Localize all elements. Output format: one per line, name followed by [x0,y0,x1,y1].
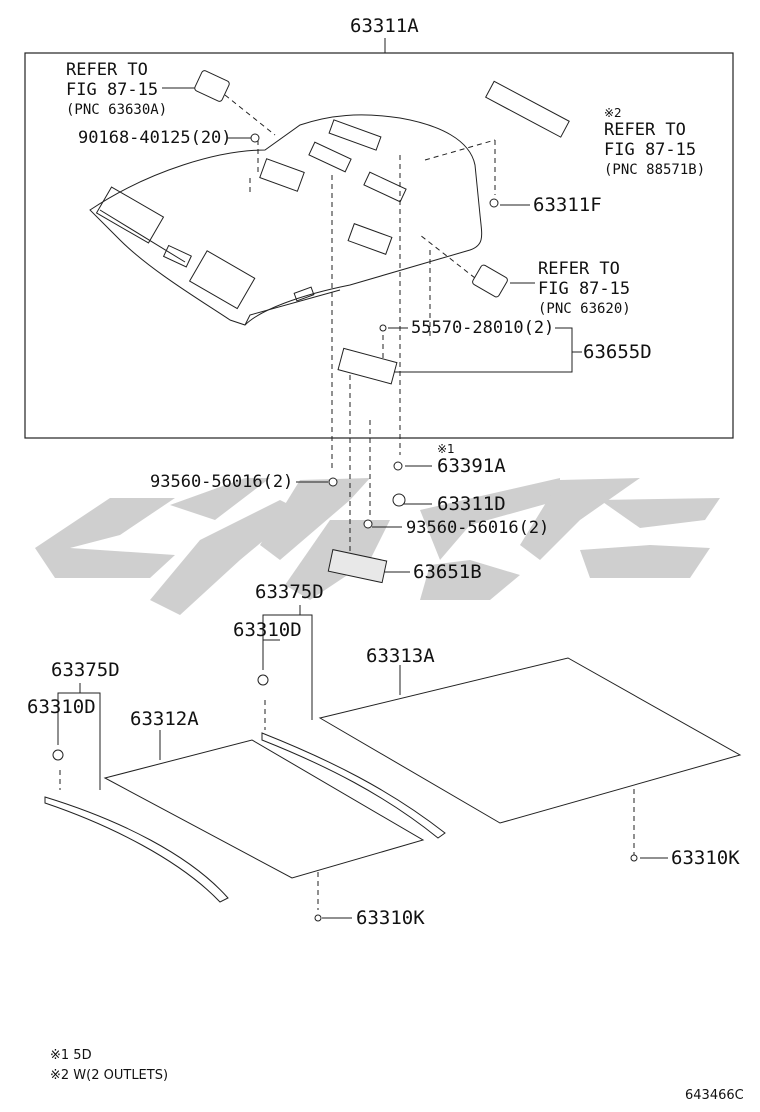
assembly-box [24,52,734,439]
part-63655D[interactable]: 63655D [583,341,652,363]
reference-2-marker: ※2 [604,106,622,120]
footnote-1: ※1 5D [50,1048,92,1063]
reference-note-2: REFER TO FIG 87-15 (PNC 88571B) [604,120,705,180]
part-63310D-left[interactable]: 63310D [27,696,96,718]
small-parts [52,70,638,922]
part-55570-28010[interactable]: 55570-28010(2) [411,318,555,338]
reference-1-line2: FIG 87-15 [66,80,159,100]
part-63310K-right[interactable]: 63310K [671,847,740,869]
reference-note-1: REFER TO FIG 87-15 (PNC 63630A) [66,60,167,120]
part-63651B[interactable]: 63651B [413,561,482,583]
watermark-logo [35,478,720,615]
reference-3-pnc: (PNC 63620) [538,301,631,317]
headliner-drawing [89,114,483,326]
reference-2-line2: FIG 87-15 [604,140,697,160]
part-63391A-marker: ※1 [437,442,455,456]
part-63391A[interactable]: 63391A [437,455,506,477]
part-63312A[interactable]: 63312A [130,708,199,730]
reference-1-pnc: (PNC 63630A) [66,102,168,118]
part-63375D-mid[interactable]: 63375D [255,581,324,603]
reference-3-line2: FIG 87-15 [538,279,631,299]
part-63375D-left[interactable]: 63375D [51,659,120,681]
reference-note-3: REFER TO FIG 87-15 (PNC 63620) [538,259,631,319]
part-63311F[interactable]: 63311F [533,194,602,216]
part-63311D[interactable]: 63311D [437,493,506,515]
reference-3-line1: REFER TO [538,259,620,279]
part-63310D-mid[interactable]: 63310D [233,619,302,641]
figure-id: 643466C [685,1088,744,1103]
top-part-number: 63311A [350,15,419,37]
footnote-2: ※2 W(2 OUTLETS) [50,1068,169,1083]
part-90168-40125[interactable]: 90168-40125(20) [78,128,232,148]
part-63313A[interactable]: 63313A [366,645,435,667]
reference-2-pnc: (PNC 88571B) [604,162,706,178]
roof-panels [44,657,742,903]
dashed-guides [59,94,635,910]
leader-lines [57,87,668,919]
part-63310K-bottom[interactable]: 63310K [356,907,425,929]
reference-2-line1: REFER TO [604,120,686,140]
part-93560-56016-left[interactable]: 93560-56016(2) [150,472,294,492]
reference-1-line1: REFER TO [66,60,148,80]
part-93560-56016-right[interactable]: 93560-56016(2) [406,518,550,538]
